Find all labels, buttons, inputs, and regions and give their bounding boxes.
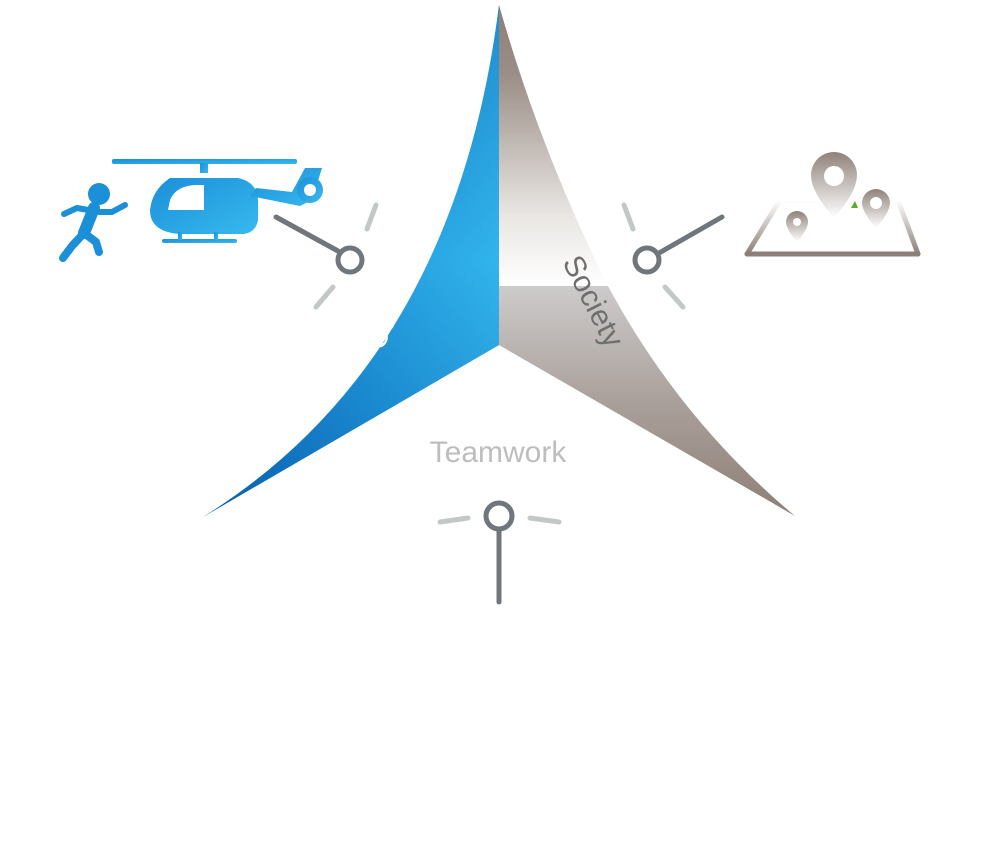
teamwork-tick-right <box>527 515 562 525</box>
teamwork-label: Teamwork <box>430 436 568 469</box>
customer-connector <box>273 202 379 310</box>
customer-tick-bottom <box>313 284 336 310</box>
running-person-icon <box>59 183 128 262</box>
green-marker-icon <box>851 201 858 208</box>
main-pin-icon <box>811 152 857 218</box>
left-pin-icon <box>786 211 808 242</box>
helicopter-icon <box>112 159 323 243</box>
society-wing-bottom-shape <box>499 286 795 516</box>
society-connector <box>621 202 725 310</box>
society-tick-top <box>621 202 636 232</box>
society-tick-bottom <box>662 284 686 310</box>
teamwork-tick-left <box>437 515 471 525</box>
customer-tick-top <box>364 202 379 232</box>
map-location-pins-icon <box>744 152 921 257</box>
running-person-helicopter-icon <box>59 159 323 262</box>
right-pin-icon <box>862 189 890 228</box>
society-wing-top-shape <box>499 5 608 286</box>
customer-wing-highlight <box>203 5 499 517</box>
teamwork-connector <box>437 500 562 605</box>
